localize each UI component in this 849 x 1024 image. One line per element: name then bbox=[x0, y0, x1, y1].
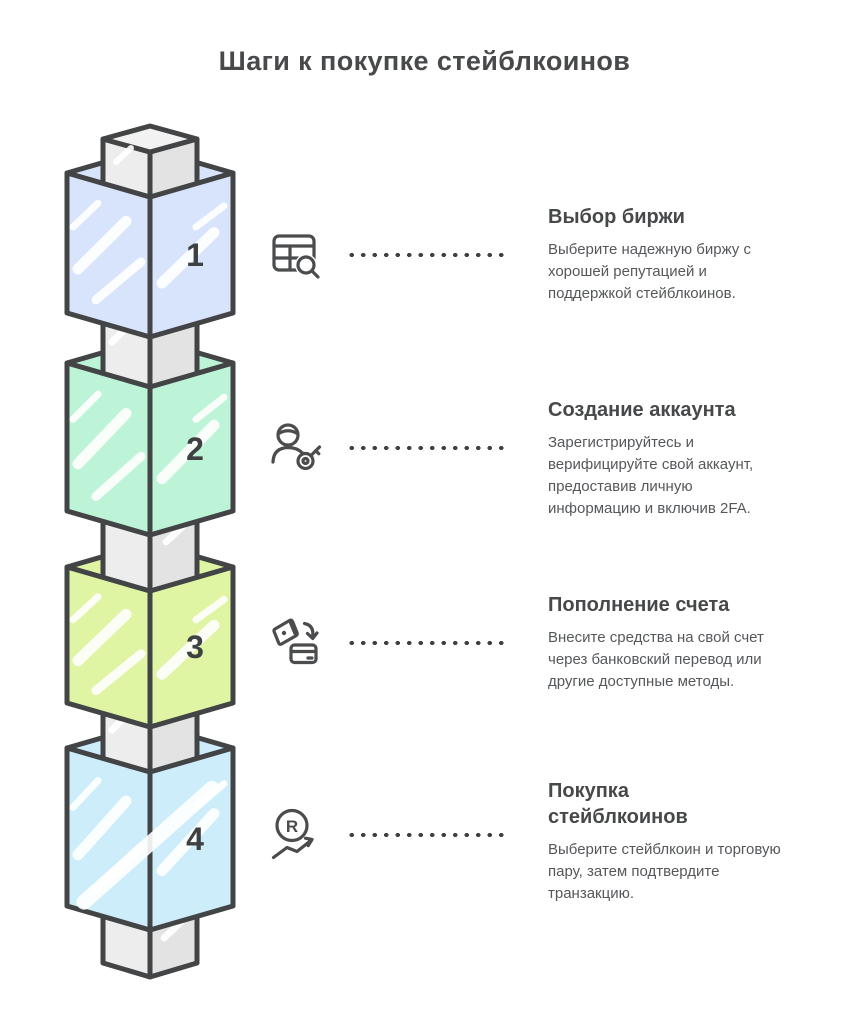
dotted-connector bbox=[346, 445, 504, 451]
step-row-2: Создание аккаунта Зарегистрируйтесь и ве… bbox=[0, 399, 849, 517]
step-description: Внесите средства на свой счет через банк… bbox=[548, 629, 764, 691]
dotted-connector bbox=[346, 252, 504, 258]
step-description: Выберите стейблкоин и торговую пару, зат… bbox=[548, 841, 781, 903]
step-row-4: R Покупка стейблкоинов Выберите стейблко… bbox=[0, 780, 849, 902]
account-user-key-icon bbox=[260, 413, 330, 483]
wallet-deposit-icon bbox=[260, 608, 330, 678]
cube-number: 1 bbox=[186, 237, 204, 273]
cube-number: 2 bbox=[186, 431, 204, 467]
cube-streak bbox=[91, 257, 146, 305]
step-title: Пополнение счета bbox=[548, 594, 730, 616]
page-title: Шаги к покупке стейблкоинов bbox=[218, 46, 631, 76]
cube-column: 1 2 3 4 bbox=[64, 123, 236, 980]
cube-streak bbox=[192, 595, 228, 624]
cube-number: 4 bbox=[186, 821, 204, 857]
step-cube-1: 1 bbox=[64, 170, 236, 340]
step-row-1: Выбор биржи Выберите надежную биржу с хо… bbox=[0, 206, 849, 302]
cube-streak bbox=[192, 393, 228, 423]
exchange-table-search-icon bbox=[260, 220, 330, 290]
cube-streak bbox=[69, 390, 102, 423]
step-cube-3: 3 bbox=[64, 564, 236, 730]
ruble-letter: R bbox=[286, 817, 298, 836]
step-row-3: Пополнение счета Внесите средства на сво… bbox=[0, 594, 849, 690]
cube-streak bbox=[156, 808, 220, 877]
ruble-growth-icon: R bbox=[260, 800, 330, 870]
cube-streak bbox=[91, 451, 146, 501]
cube-streak bbox=[72, 215, 132, 275]
cube-streak bbox=[69, 777, 102, 811]
cube-streak bbox=[69, 593, 102, 624]
cube-streak bbox=[156, 419, 220, 485]
step-cube-4: 4 bbox=[64, 745, 236, 933]
pole-top-face bbox=[100, 123, 200, 155]
step-title: Выбор биржи bbox=[548, 206, 685, 228]
step-title: Создание аккаунта bbox=[548, 399, 736, 421]
cube-streak bbox=[72, 608, 132, 667]
cube-streak bbox=[91, 649, 146, 695]
step-title: Покупка стейблкоинов bbox=[548, 780, 688, 828]
step-cube-2: 2 bbox=[64, 360, 236, 538]
cube-number: 3 bbox=[186, 629, 204, 665]
pole-streak bbox=[113, 145, 134, 165]
cube-streak bbox=[76, 780, 220, 910]
cube-streak bbox=[192, 202, 228, 231]
cube-streak bbox=[69, 199, 102, 231]
cube-front-faces: 1 2 3 4 bbox=[64, 170, 236, 933]
dotted-connector bbox=[346, 832, 504, 838]
cube-streak bbox=[156, 619, 220, 680]
step-description: Выберите надежную биржу с хорошей репута… bbox=[548, 241, 751, 303]
cube-streak bbox=[156, 227, 220, 289]
step-description: Зарегистрируйтесь и верифицируйте свой а… bbox=[548, 434, 754, 518]
cube-streak bbox=[72, 795, 132, 861]
cube-streak bbox=[72, 408, 132, 470]
pole-streak bbox=[160, 918, 185, 942]
dotted-connector bbox=[346, 640, 504, 646]
